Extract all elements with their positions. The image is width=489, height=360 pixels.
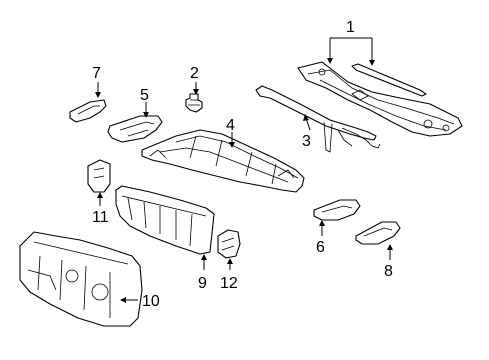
callout-12: 12 <box>220 275 238 292</box>
bracket-12[interactable] <box>217 229 241 259</box>
bracket-7[interactable] <box>69 99 107 123</box>
dash-lower-panel[interactable] <box>115 185 215 255</box>
dash-upper-panel[interactable] <box>141 129 305 193</box>
bracket-6[interactable] <box>313 199 361 221</box>
dash-insulator[interactable] <box>19 231 143 327</box>
cowl-weatherstrip[interactable] <box>351 63 427 97</box>
bracket-5[interactable] <box>107 115 163 143</box>
callout-5: 5 <box>140 87 149 104</box>
callout-4: 4 <box>226 117 235 134</box>
clip[interactable] <box>185 93 203 113</box>
callout-2: 2 <box>190 65 199 82</box>
cowl-cross-bar[interactable] <box>255 85 381 153</box>
callout-7: 7 <box>92 65 101 82</box>
leader-lines <box>95 37 393 303</box>
callout-6: 6 <box>316 239 325 256</box>
callout-8: 8 <box>384 263 393 280</box>
callout-9: 9 <box>198 275 207 292</box>
bracket-8[interactable] <box>355 221 401 245</box>
bracket-11[interactable] <box>87 159 111 193</box>
callout-3: 3 <box>302 133 311 150</box>
callout-1: 1 <box>346 19 355 36</box>
callout-11: 11 <box>92 209 109 226</box>
callout-10: 10 <box>142 293 160 310</box>
cowl-top-panel[interactable] <box>297 61 463 137</box>
